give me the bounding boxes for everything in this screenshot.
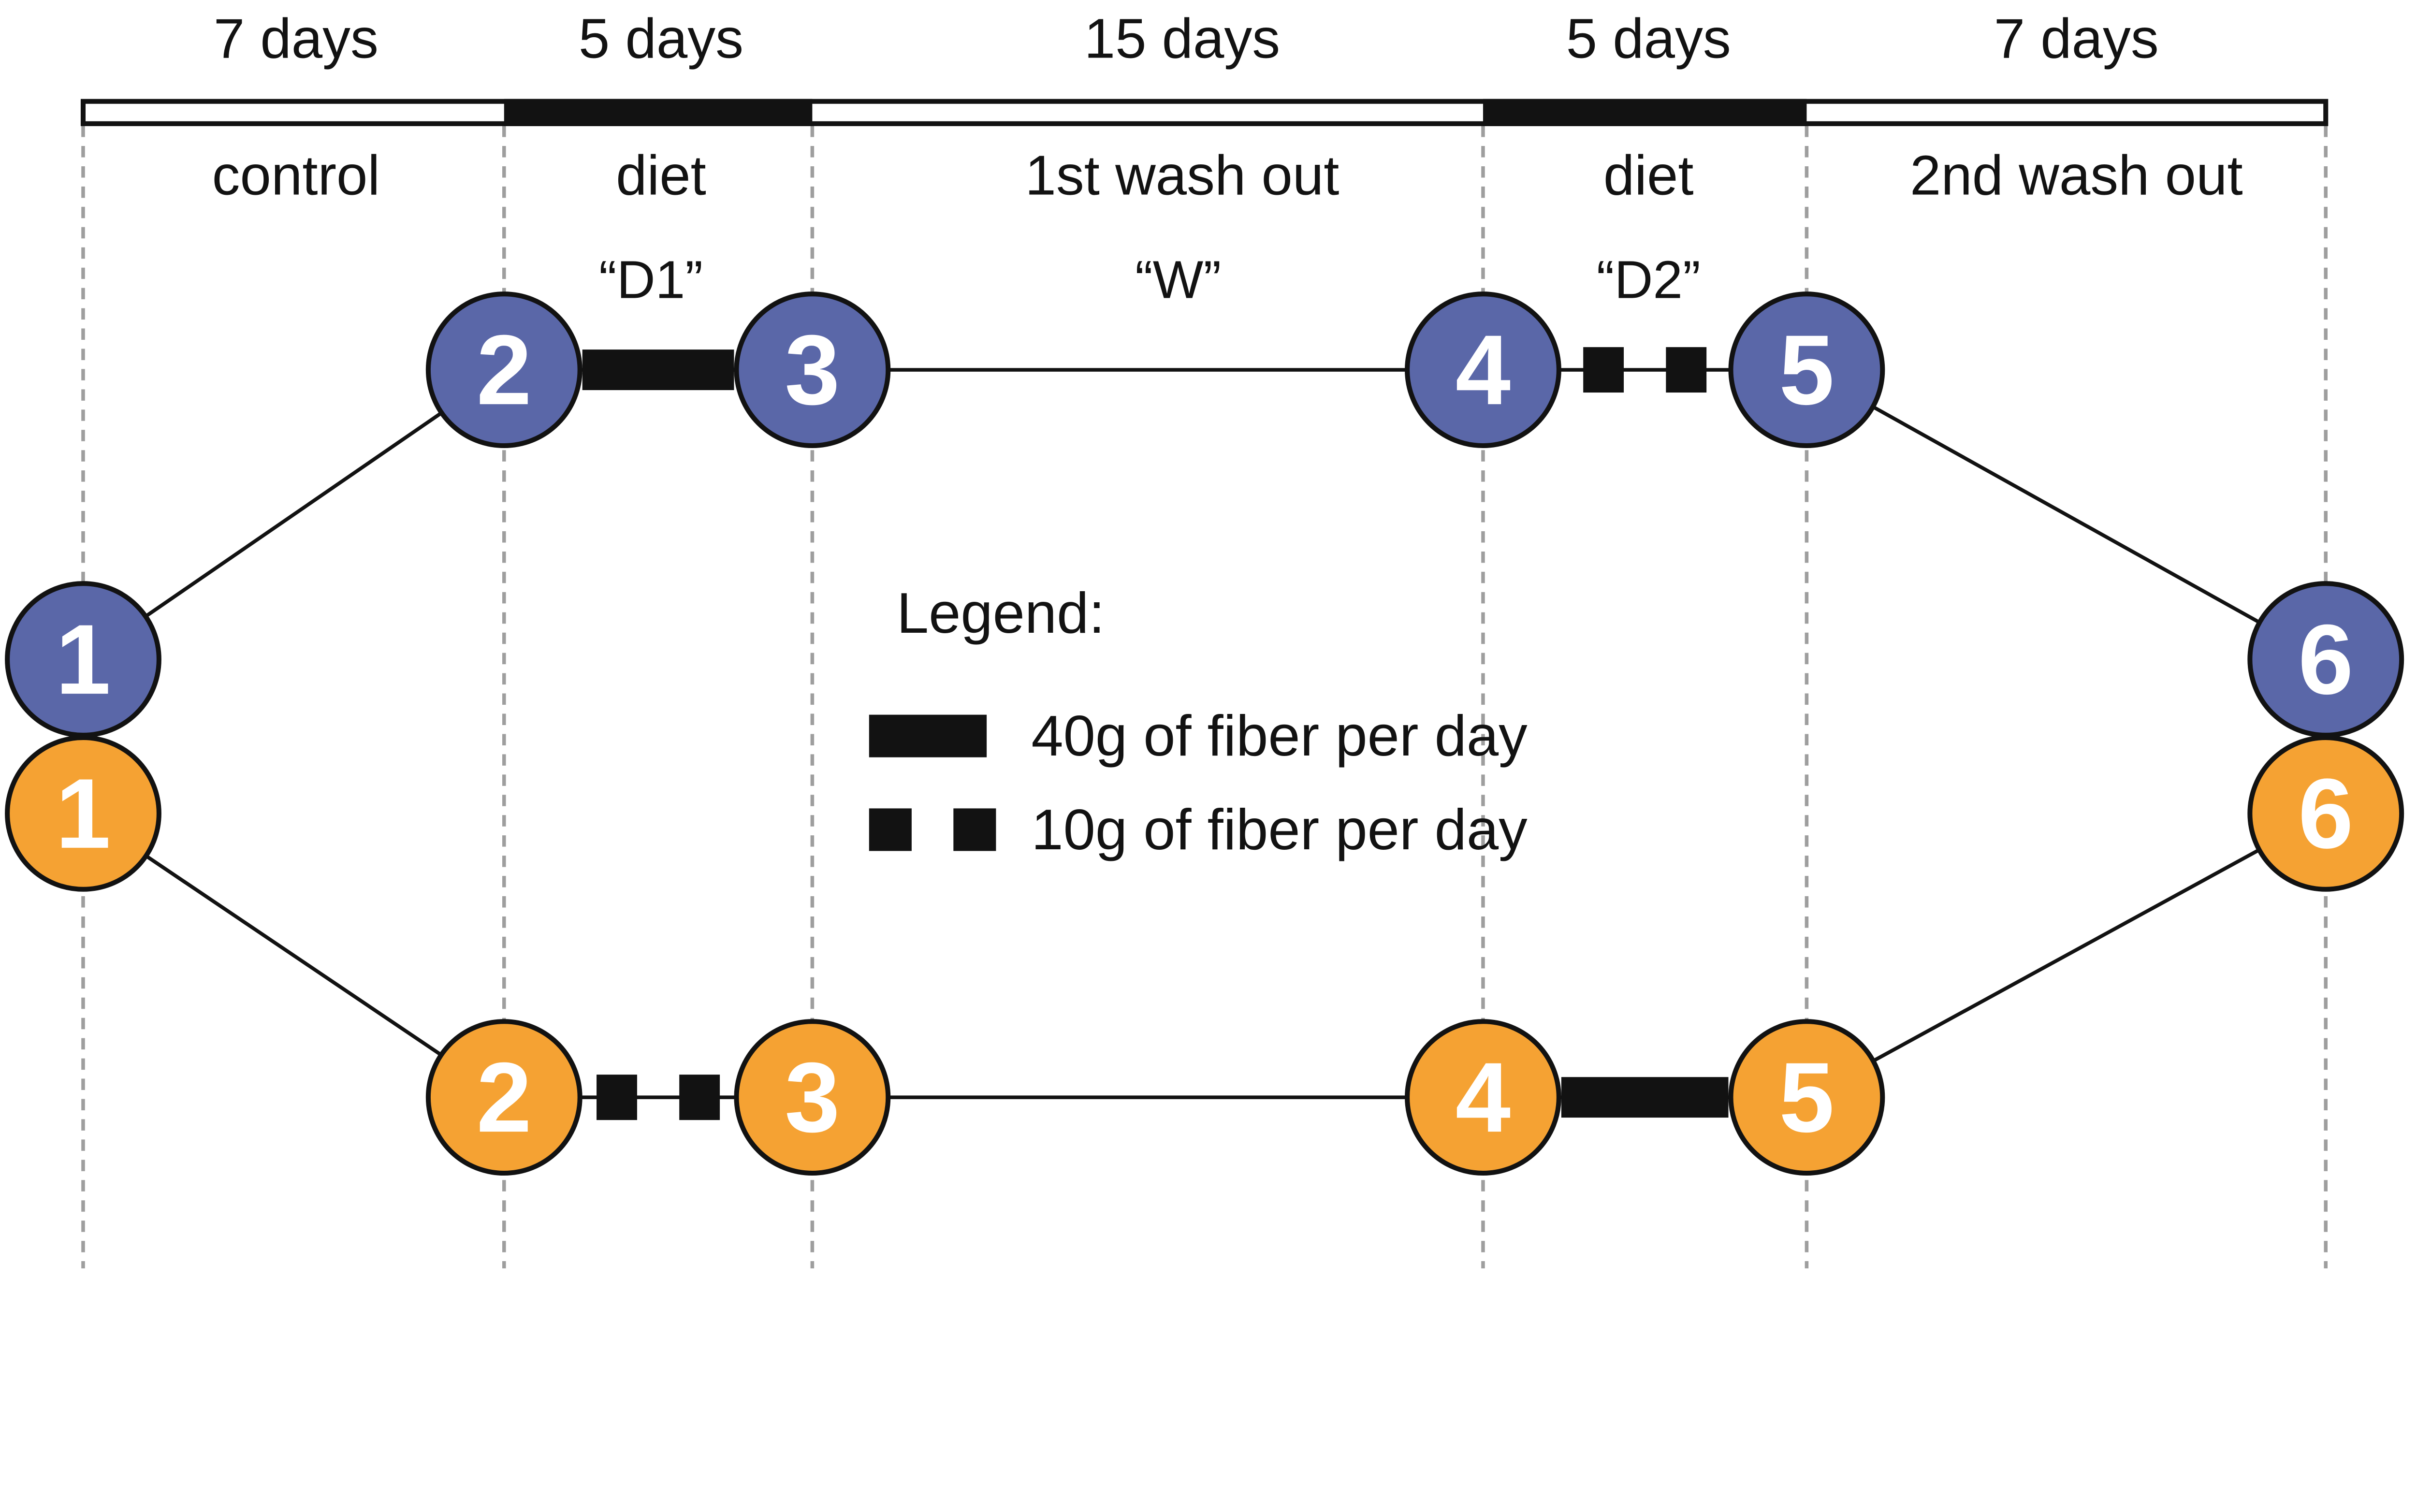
interval-label-D1: “D1” [599,250,703,309]
node-orange-4 [1405,1019,1561,1176]
node-orange-1 [5,735,161,892]
legend-item-label-1: 40g of fiber per day [1031,704,1528,768]
interval-label-W: “W” [1135,250,1221,309]
interval-label-D2: “D2” [1597,250,1701,309]
fiber-40g-bar-blue [582,349,734,391]
node-label-orange-2: 2 [477,1042,532,1153]
node-label-blue-3: 3 [785,314,840,425]
node-orange-2 [425,1019,582,1176]
edge-orange-5-6-line [1805,812,2327,1099]
edge-blue-5-6-line [1805,368,2327,661]
node-label-blue-2: 2 [477,314,532,425]
duration-label-1: 7 days [214,7,379,70]
node-blue-3 [734,291,891,449]
node-label-orange-4: 4 [1456,1042,1511,1153]
edge-blue-1-2-line [82,368,505,661]
timeline-bar [80,99,2329,126]
node-label-blue-1: 1 [56,604,111,715]
fiber-10g-square-orange-1 [597,1075,637,1120]
edge-orange-1-2-line [82,812,505,1099]
node-label-orange-1: 1 [56,758,111,869]
legend-item-label-2: 10g of fiber per day [1031,798,1528,862]
phase-label-2: diet [616,144,706,206]
legend-10g-square-1 [869,808,912,851]
node-label-orange-6: 6 [2298,758,2353,869]
node-orange-3 [734,1019,891,1176]
node-blue-2 [425,291,582,449]
legend-title: Legend: [897,581,1105,645]
fiber-40g-bar-orange [1561,1077,1729,1118]
phase-label-1: control [212,144,380,206]
duration-label-2: 5 days [579,7,743,70]
node-label-blue-5: 5 [1779,314,1834,425]
duration-label-5: 7 days [1994,7,2159,70]
node-label-blue-4: 4 [1456,314,1511,425]
node-label-orange-5: 5 [1779,1042,1834,1153]
node-orange-6 [2247,735,2404,892]
node-blue-5 [1728,291,1885,449]
fiber-10g-square-blue-2 [1666,347,1707,393]
node-orange-5 [1728,1019,1885,1176]
duration-label-4: 5 days [1566,7,1731,70]
timeline-diet-segment-2 [504,99,813,126]
fiber-10g-square-orange-2 [679,1075,720,1120]
legend-40g-swatch [869,714,987,757]
timeline-diet-segment-4 [1483,99,1807,126]
duration-label-3: 15 days [1084,7,1280,70]
phase-label-3: 1st wash out [1025,144,1339,206]
fiber-10g-square-blue-1 [1583,347,1624,393]
phase-label-4: diet [1603,144,1694,206]
legend-10g-square-2 [953,808,996,851]
node-blue-4 [1405,291,1561,449]
node-label-blue-6: 6 [2298,604,2353,715]
phase-label-5: 2nd wash out [1910,144,2243,206]
node-label-orange-3: 3 [785,1042,840,1153]
